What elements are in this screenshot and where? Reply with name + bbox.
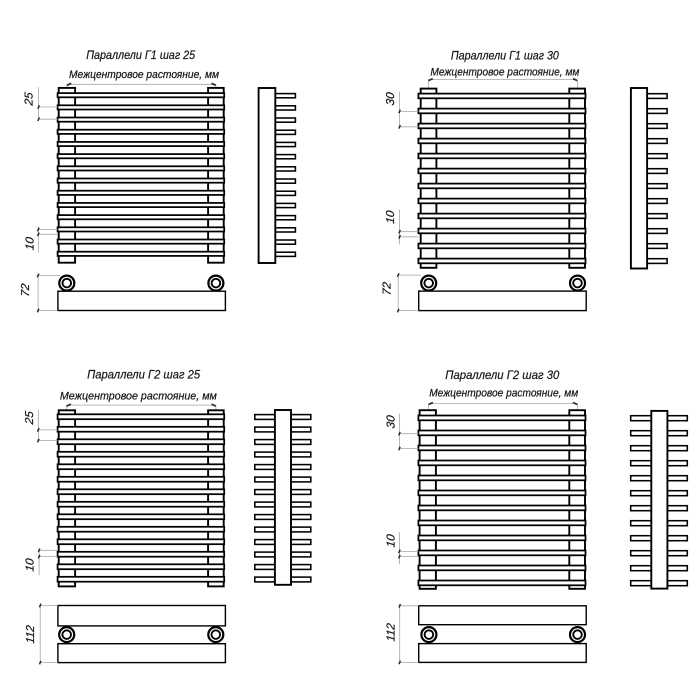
svg-text:Межцентровое растояние, мм: Межцентровое растояние, мм (69, 69, 219, 81)
svg-text:112: 112 (25, 624, 37, 644)
svg-text:Межцентровое растояние, мм: Межцентровое растояние, мм (60, 390, 217, 402)
svg-text:25: 25 (23, 91, 35, 107)
svg-text:Межцентровое растояние, мм: Межцентровое растояние, мм (430, 66, 579, 78)
svg-text:10: 10 (385, 209, 397, 224)
svg-text:30: 30 (385, 91, 397, 106)
svg-text:Параллели Г2 шаг 30: Параллели Г2 шаг 30 (445, 368, 559, 382)
svg-text:Параллели Г1 шаг 30: Параллели Г1 шаг 30 (451, 48, 559, 62)
svg-text:Параллели Г1 шаг 25: Параллели Г1 шаг 25 (86, 48, 195, 62)
svg-text:25: 25 (24, 410, 36, 426)
svg-text:72: 72 (20, 282, 32, 297)
svg-text:Межцентровое растояние, мм: Межцентровое растояние, мм (429, 388, 578, 400)
svg-text:10: 10 (385, 533, 397, 548)
svg-text:72: 72 (382, 281, 394, 296)
svg-text:112: 112 (386, 622, 398, 642)
svg-text:10: 10 (24, 236, 36, 251)
svg-text:Параллели Г2 шаг 25: Параллели Г2 шаг 25 (87, 368, 200, 382)
svg-text:10: 10 (25, 557, 37, 572)
svg-text:30: 30 (385, 414, 397, 429)
